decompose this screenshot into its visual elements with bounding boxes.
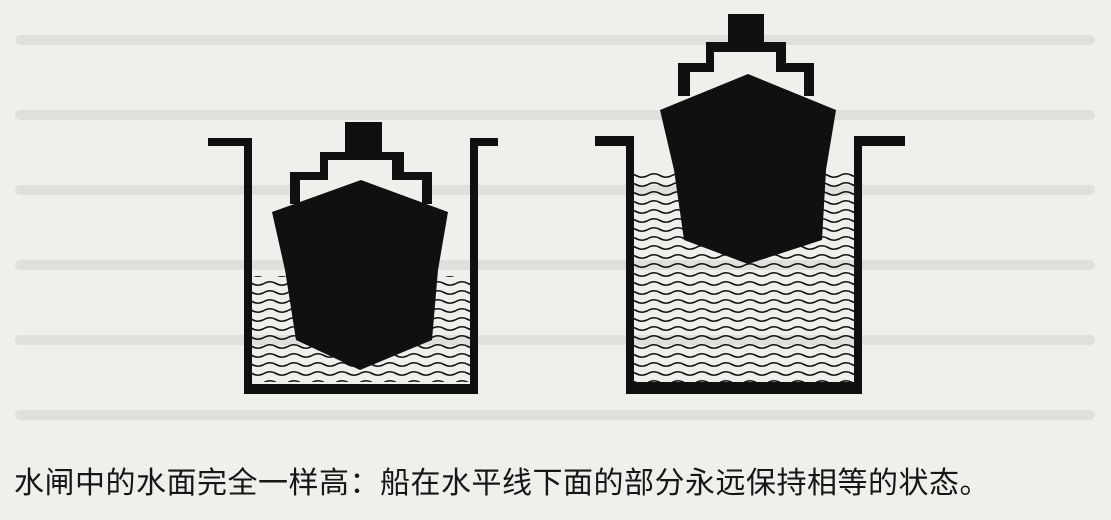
ship-hull — [660, 74, 836, 264]
ship-low — [272, 122, 448, 370]
figure-caption: 水闸中的水面完全一样高：船在水平线下面的部分永远保持相等的状态。 — [14, 466, 990, 501]
ship-lock-diagram — [15, 14, 1095, 420]
ship-superstructure-inner — [690, 52, 804, 96]
chamber-walls-right — [595, 136, 905, 394]
lock-chamber-low-water — [208, 122, 498, 394]
ship-high — [660, 14, 836, 264]
paper-bleed-texture — [15, 35, 1095, 420]
lock-chamber-high-water — [595, 14, 905, 394]
ship-hull — [272, 180, 448, 370]
